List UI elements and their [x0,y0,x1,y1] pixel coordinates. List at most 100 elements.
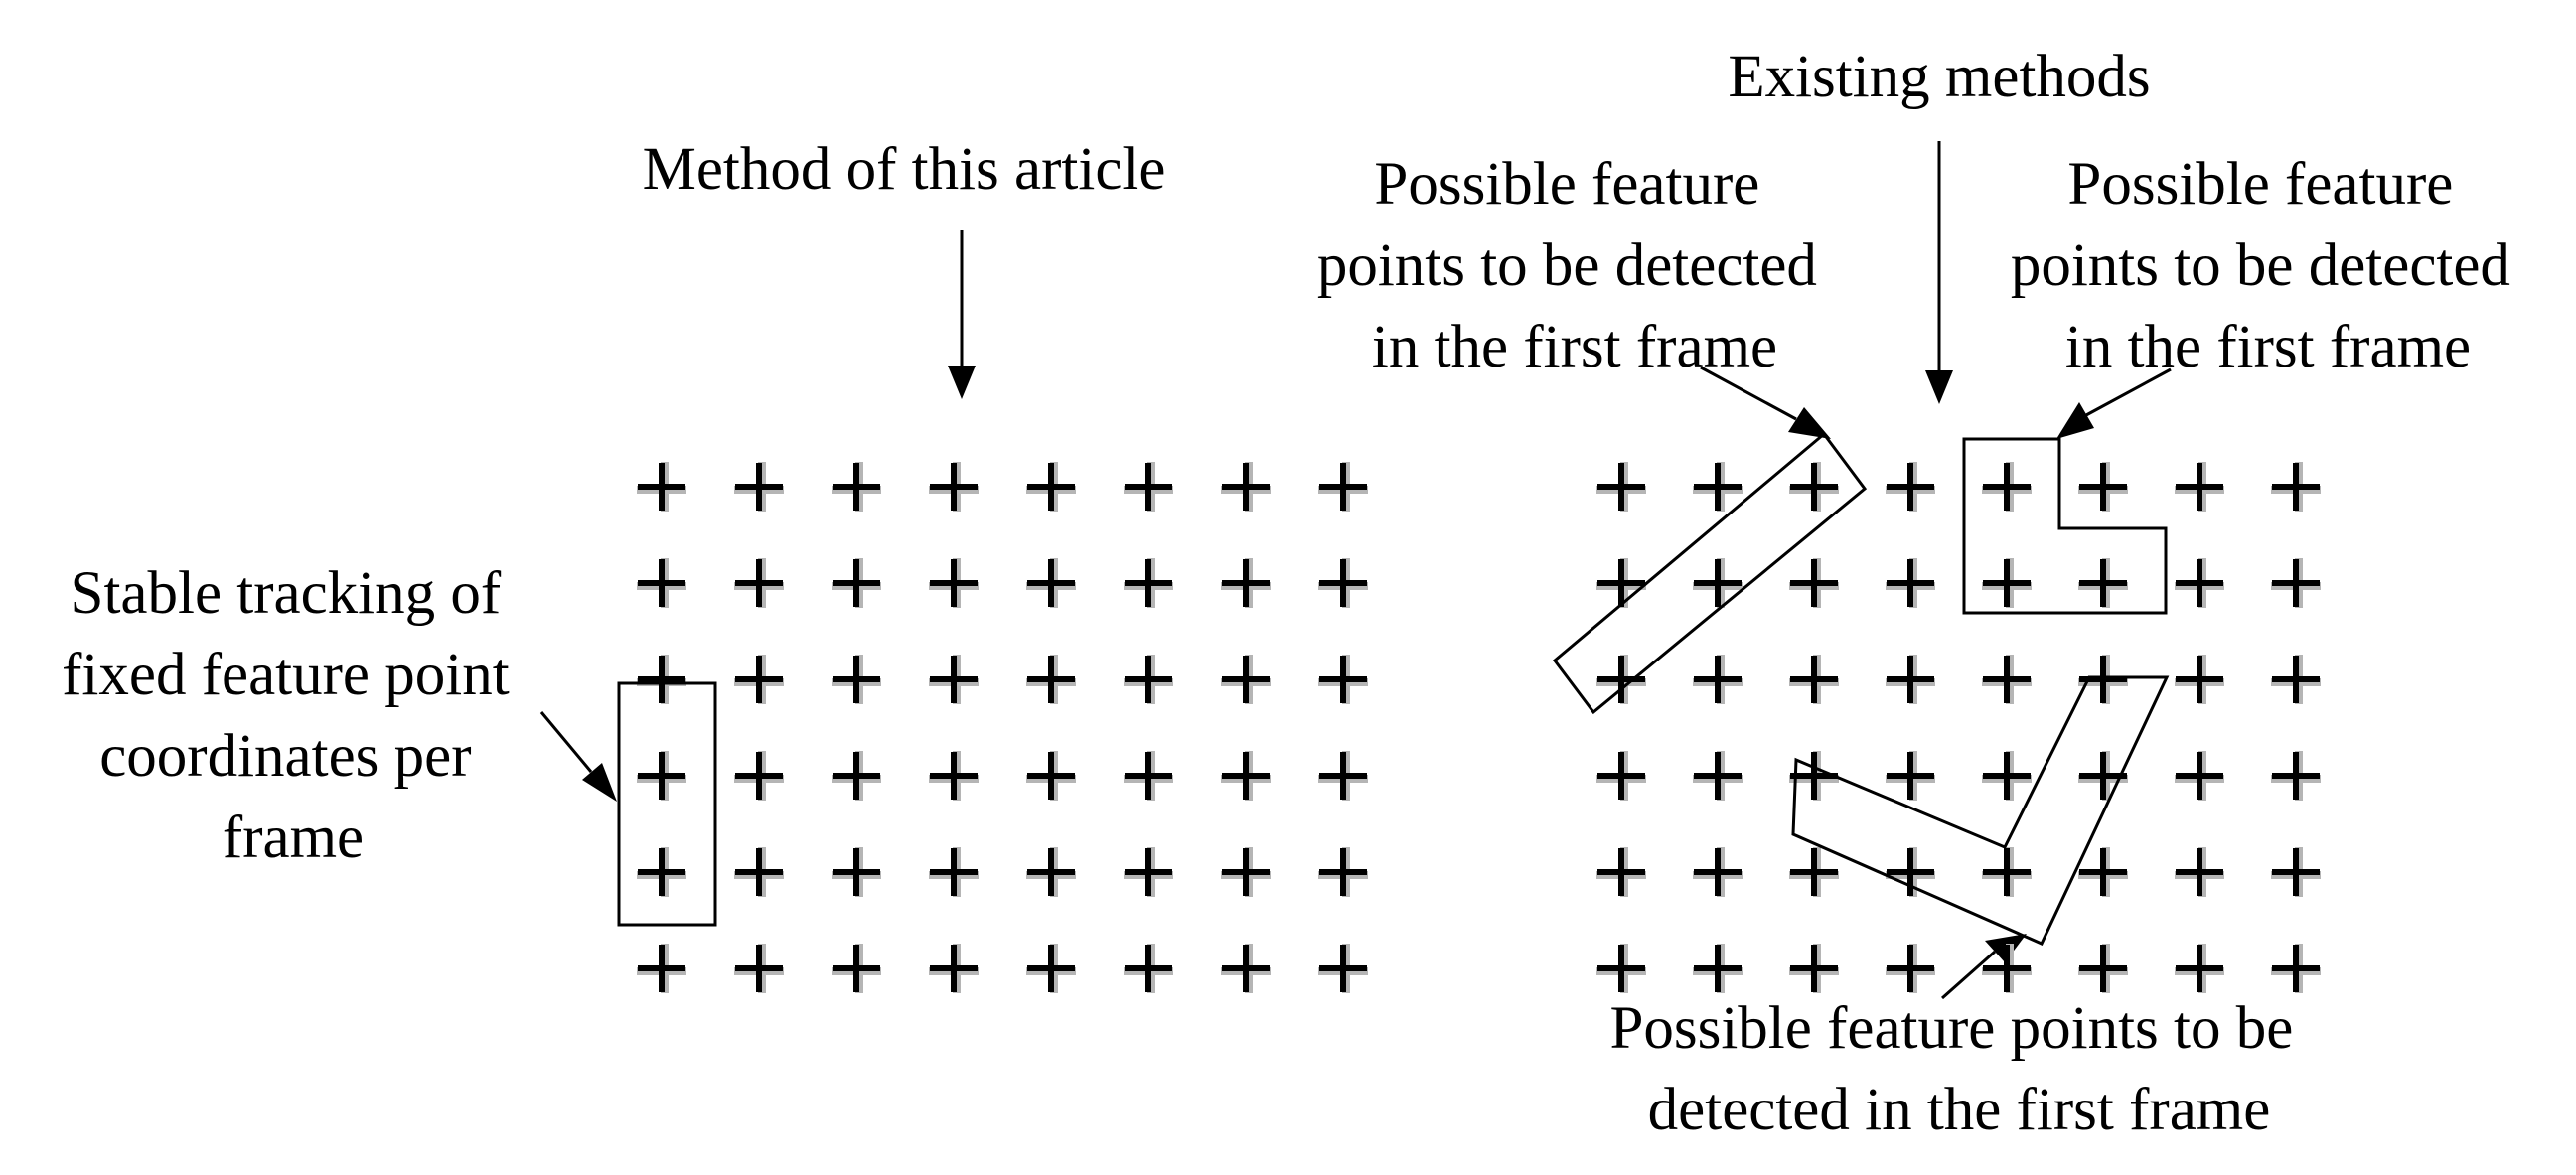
possible-right-line-3: in the first frame [2065,314,2471,380]
feature-point-marker [637,655,686,704]
feature-point-marker [1318,751,1368,801]
stable-tracking-line-1: Stable tracking of [71,560,502,627]
feature-point-marker [2175,558,2224,608]
feature-point-marker [2271,847,2321,897]
feature-point-marker [1026,558,1076,608]
possible-left-line-3: in the first frame [1372,314,1777,380]
feature-point-marker [2175,751,2224,801]
feature-point-marker [929,944,979,993]
feature-point-marker [1124,751,1173,801]
feature-point-marker [1789,655,1839,704]
feature-point-marker [2175,847,2224,897]
feature-point-marker [929,462,979,512]
feature-point-marker [1124,944,1173,993]
feature-point-marker [2271,558,2321,608]
existing-methods-arrow [1925,141,1953,404]
feature-point-marker [1693,751,1743,801]
feature-point-marker [1221,944,1271,993]
feature-point-marker [1789,558,1839,608]
feature-point-marker [832,847,881,897]
feature-point-marker [1221,751,1271,801]
feature-point-marker [1789,847,1839,897]
feature-point-marker [1886,751,1935,801]
feature-point-marker [1982,751,2032,801]
feature-point-marker [1026,655,1076,704]
feature-point-marker [1026,944,1076,993]
feature-point-marker [637,847,686,897]
feature-point-marker [1124,558,1173,608]
stable-tracking-frame [617,681,717,927]
existing-methods-label: Existing methods [1728,44,2150,110]
feature-point-marker [1596,655,1646,704]
feature-point-marker [1886,847,1935,897]
feature-point-marker [1693,655,1743,704]
feature-point-marker [1596,558,1646,608]
feature-point-marker [1886,944,1935,993]
feature-point-marker [2271,462,2321,512]
feature-point-marker [1221,655,1271,704]
feature-point-marker [734,558,784,608]
possible-right-arrow [2056,367,2172,439]
stable-tracking-line-2: fixed feature point [62,642,510,708]
stable-tracking-line-3: coordinates per [99,723,471,790]
feature-point-marker [1693,558,1743,608]
feature-point-marker [1886,655,1935,704]
feature-point-marker [1789,462,1839,512]
feature-point-marker [1026,462,1076,512]
feature-point-marker [1596,751,1646,801]
possible-feature-right-label: Possible feature points to be detected i… [2011,151,2525,380]
diagonal-feature-frame [1552,431,1868,715]
method-arrow [948,230,976,399]
feature-point-marker [1982,944,2032,993]
feature-point-marker [1596,462,1646,512]
feature-point-marker [1026,751,1076,801]
feature-point-marker [637,558,686,608]
feature-point-marker [2078,847,2128,897]
feature-point-marker [2175,944,2224,993]
feature-point-marker [832,751,881,801]
feature-point-marker [734,462,784,512]
feature-point-marker [929,558,979,608]
feature-point-marker [2078,462,2128,512]
feature-point-marker [1318,655,1368,704]
feature-point-marker [637,462,686,512]
possible-bottom-line-2: detected in the first frame [1648,1077,2271,1143]
feature-point-marker [1982,655,2032,704]
feature-point-marker [1318,944,1368,993]
feature-point-marker [1318,462,1368,512]
feature-point-marker [2271,944,2321,993]
feature-point-marker [1982,558,2032,608]
feature-point-marker [734,751,784,801]
feature-point-marker [1886,558,1935,608]
feature-point-marker [1693,462,1743,512]
v-shaped-feature-frame [1791,675,2170,946]
feature-point-marker [929,847,979,897]
possible-left-arrow [1700,366,1831,439]
method-of-this-article-label: Method of this article [643,136,1166,203]
feature-point-marker [929,751,979,801]
feature-point-marker [1221,462,1271,512]
feature-point-marker [2175,462,2224,512]
feature-point-marker [1318,558,1368,608]
feature-point-marker [2078,558,2128,608]
feature-point-marker [734,847,784,897]
feature-point-marker [832,944,881,993]
feature-point-marker [1693,847,1743,897]
possible-left-line-1: Possible feature [1374,151,1759,218]
possible-bottom-line-1: Possible feature points to be [1609,995,2293,1062]
possible-left-line-2: points to be detected [1317,232,1817,299]
feature-point-marker [1026,847,1076,897]
feature-point-marker [2175,655,2224,704]
stable-tracking-arrow [539,711,617,802]
possible-feature-left-label: Possible feature points to be detected i… [1317,151,1832,380]
feature-point-marker [1221,558,1271,608]
feature-point-marker [832,558,881,608]
possible-feature-bottom-label: Possible feature points to be detected i… [1609,995,2308,1143]
possible-right-line-2: points to be detected [2011,232,2510,299]
feature-point-marker [637,751,686,801]
feature-point-marker [832,462,881,512]
feature-point-marker [2078,944,2128,993]
feature-point-marker [637,944,686,993]
feature-point-marker [1124,847,1173,897]
